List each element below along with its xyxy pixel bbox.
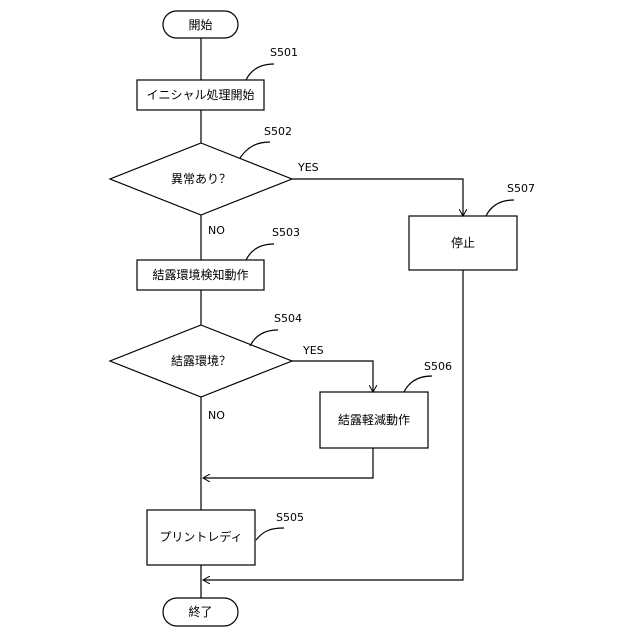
step-label-s506: S506	[424, 360, 452, 373]
s504-label: 結露環境？	[171, 353, 231, 368]
branch-s502-yes: YES	[297, 161, 319, 174]
connector-s502-yes-s507	[292, 179, 463, 216]
s507-label: 停止	[451, 235, 475, 250]
s503-label: 結露環境検知動作	[152, 267, 248, 282]
step-label-s507: S507	[507, 182, 535, 195]
leader-s501	[246, 64, 274, 80]
leader-s507	[486, 200, 514, 216]
s505-label: プリントレディ	[159, 529, 242, 544]
leader-s506	[404, 376, 432, 392]
step-label-s503: S503	[272, 226, 300, 239]
s502-label: 異常あり？	[171, 172, 231, 186]
leader-s504	[250, 330, 278, 346]
s506-label: 結露軽減動作	[338, 412, 410, 427]
step-label-s504: S504	[274, 312, 302, 325]
step-label-s505: S505	[276, 511, 304, 524]
connector-s504-yes-s506	[292, 361, 373, 392]
start-label: 開始	[188, 18, 212, 32]
connector-s506-merge	[203, 448, 373, 478]
step-label-s502: S502	[264, 125, 292, 138]
s501-label: イニシャル処理開始	[146, 88, 254, 102]
step-label-s501: S501	[270, 46, 298, 59]
leader-s502	[240, 142, 270, 158]
branch-s502-no: NO	[208, 224, 225, 237]
leader-s503	[246, 244, 274, 260]
end-label: 終了	[188, 604, 212, 619]
branch-s504-no: NO	[208, 409, 225, 422]
leader-s505	[256, 528, 284, 540]
branch-s504-yes: YES	[302, 344, 324, 357]
